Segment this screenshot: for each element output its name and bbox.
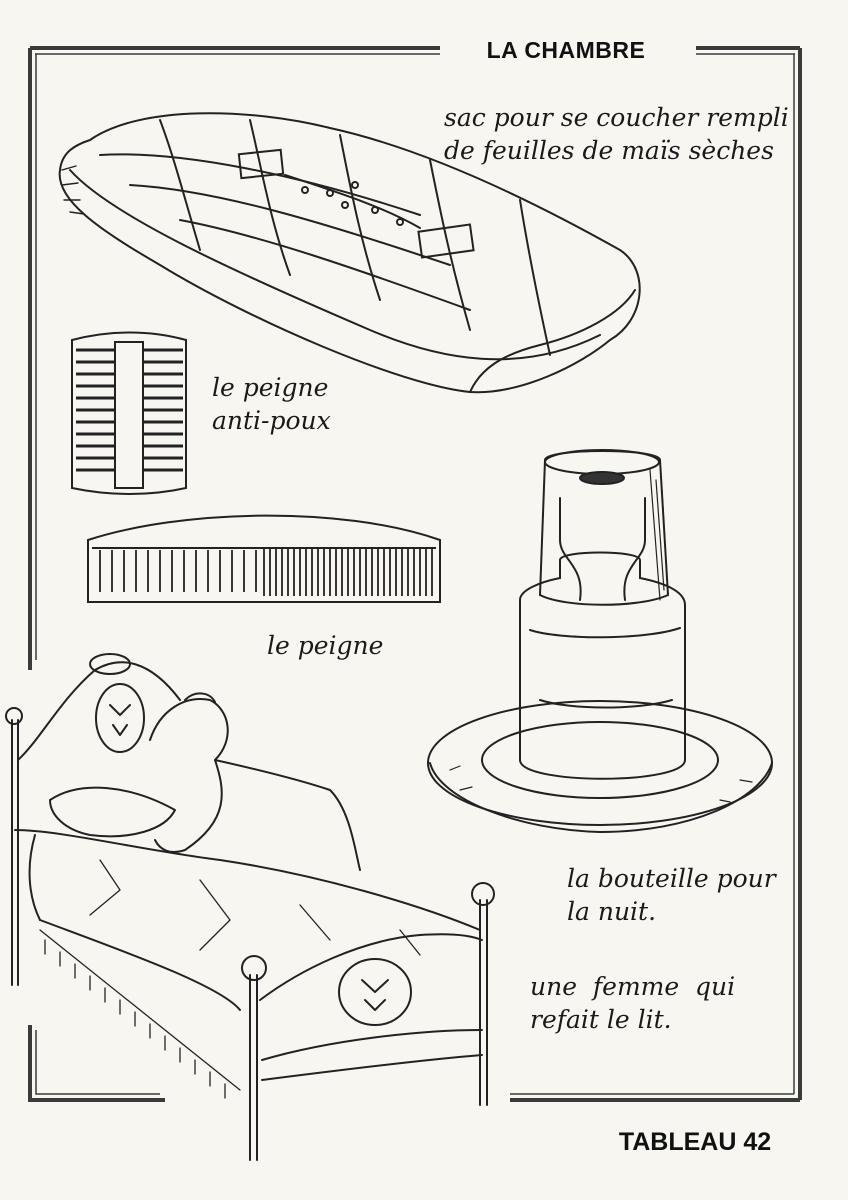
caption-mattress: sac pour se coucher rempli de feuilles d… bbox=[444, 103, 789, 165]
caption-lice-comb: le peigne anti-poux bbox=[212, 373, 331, 435]
caption-comb: le peigne bbox=[267, 631, 384, 660]
page-title: LA CHAMBRE bbox=[448, 34, 684, 66]
caption-woman-bed: une femme qui refait le lit. bbox=[530, 972, 736, 1034]
caption-bottle: la bouteille pour la nuit. bbox=[567, 864, 776, 926]
page-footer: TABLEAU 42 bbox=[618, 1128, 772, 1156]
